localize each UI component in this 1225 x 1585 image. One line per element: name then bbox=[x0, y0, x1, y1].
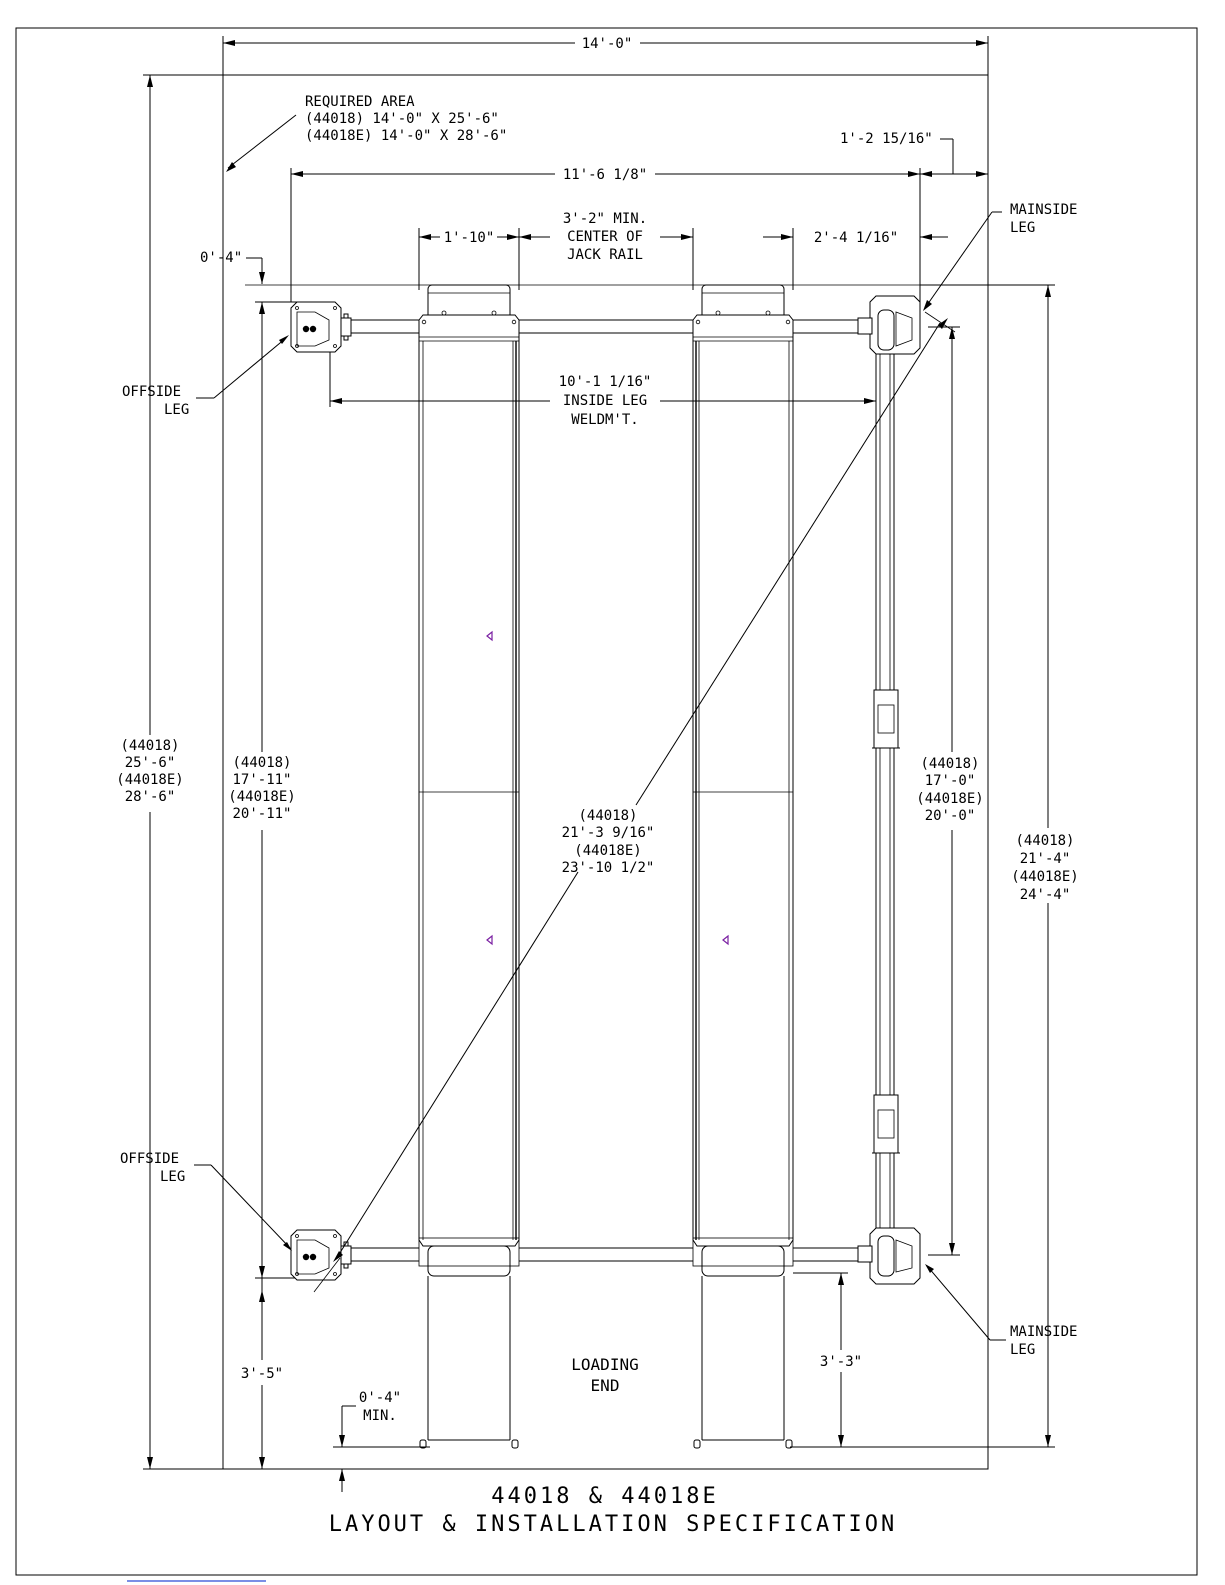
loading-end-label: LOADING END bbox=[571, 1355, 638, 1395]
right-overall-dimension: (44018) 21'-4" (44018E) 24'-4" bbox=[790, 284, 1079, 1448]
loading-end-l1: LOADING bbox=[571, 1355, 638, 1374]
jack-rail-l1: 3'-2" MIN. bbox=[563, 211, 647, 227]
offside-legs-dimension: (44018) 17'-11" (44018E) 20'-11" bbox=[228, 301, 298, 1279]
offside-leg-top-plate bbox=[290, 301, 352, 353]
mainside-leg-bottom-callout: MAINSIDE LEG bbox=[925, 1264, 1077, 1358]
offside-leg-bottom-callout: OFFSIDE LEG bbox=[120, 1151, 292, 1251]
diagonal-l4: 23'-10 1/2" bbox=[562, 860, 655, 876]
offside-leg-top-l1: OFFSIDE bbox=[122, 384, 181, 400]
loading-end-l2: END bbox=[591, 1376, 620, 1395]
mainside-leg-top-callout: MAINSIDE LEG bbox=[923, 202, 1077, 311]
right-runway bbox=[692, 284, 794, 1449]
right-overall-l4: 24'-4" bbox=[1020, 887, 1071, 903]
bottom-min-l1: 0'-4" bbox=[359, 1390, 401, 1406]
left-bottom-label: 3'-5" bbox=[241, 1366, 283, 1382]
offside-legs-l2: 17'-11" bbox=[232, 772, 291, 788]
mainside-leg-top-l2: LEG bbox=[1010, 220, 1035, 236]
right-bottom-dimension: 3'-3" bbox=[793, 1272, 862, 1447]
offside-legs-l1: (44018) bbox=[232, 755, 291, 771]
rail-to-leg-dimension: 2'-4 1/16" bbox=[763, 228, 948, 290]
jack-rail-l3: JACK RAIL bbox=[567, 247, 643, 263]
required-area-heading: REQUIRED AREA bbox=[305, 94, 415, 110]
right-bottom-label: 3'-3" bbox=[820, 1354, 862, 1370]
bottom-min-dimension: 0'-4" MIN. bbox=[333, 1390, 430, 1492]
bottom-min-l2: MIN. bbox=[363, 1408, 397, 1424]
left-bottom-dimension: 3'-5" bbox=[241, 1278, 283, 1469]
overall-length-dimension: (44018) 25'-6" (44018E) 28'-6" bbox=[116, 74, 223, 1470]
mainside-legs-l4: 20'-0" bbox=[925, 808, 976, 824]
diagonal-l3: (44018E) bbox=[574, 843, 641, 859]
overall-length-l1: (44018) bbox=[120, 738, 179, 754]
diagonal-l2: 21'-3 9/16" bbox=[562, 825, 655, 841]
mainside-assembly bbox=[857, 295, 921, 1285]
top-offset-dimension: 0'-4" bbox=[200, 250, 988, 286]
overall-width-label: 14'-0" bbox=[582, 36, 633, 52]
rail-width-dimension: 1'-10" bbox=[418, 228, 520, 290]
required-area-line2: (44018E) 14'-0" X 28'-6" bbox=[305, 128, 507, 144]
overall-width-dimension: 14'-0" bbox=[222, 36, 989, 75]
jack-rail-dimension: 3'-2" MIN. CENTER OF JACK RAIL bbox=[519, 211, 694, 290]
leg-span-dimension: 11'-6 1/8" bbox=[290, 167, 921, 302]
overall-length-l4: 28'-6" bbox=[125, 789, 176, 805]
title-line2: LAYOUT & INSTALLATION SPECIFICATION bbox=[329, 1512, 898, 1537]
diagonal-l1: (44018) bbox=[578, 808, 637, 824]
right-overall-l1: (44018) bbox=[1015, 833, 1074, 849]
top-offset-label: 0'-4" bbox=[200, 250, 242, 266]
right-offset-dimension: 1'-2 15/16" bbox=[840, 131, 988, 177]
right-overall-l2: 21'-4" bbox=[1020, 851, 1071, 867]
inside-leg-dimension: 10'-1 1/16" INSIDE LEG WELDM'T. bbox=[329, 352, 876, 428]
top-cross-beam bbox=[350, 319, 862, 334]
bottom-cross-beam bbox=[350, 1247, 862, 1262]
mainside-leg-bottom-l2: LEG bbox=[1010, 1342, 1035, 1358]
required-area-box bbox=[222, 74, 989, 1470]
right-offset-label: 1'-2 15/16" bbox=[840, 131, 933, 147]
offside-leg-bottom-l1: OFFSIDE bbox=[120, 1151, 179, 1167]
offside-leg-bottom-l2: LEG bbox=[160, 1169, 185, 1185]
mainside-legs-dimension: (44018) 17'-0" (44018E) 20'-0" bbox=[916, 326, 984, 1256]
offside-leg-top-l2: LEG bbox=[164, 402, 189, 418]
required-area-line1: (44018) 14'-0" X 25'-6" bbox=[305, 111, 499, 127]
offside-legs-l4: 20'-11" bbox=[232, 806, 291, 822]
jack-rail-l2: CENTER OF bbox=[567, 229, 643, 245]
mainside-legs-l3: (44018E) bbox=[916, 791, 983, 807]
rail-width-label: 1'-10" bbox=[444, 230, 495, 246]
mainside-legs-l2: 17'-0" bbox=[925, 773, 976, 789]
overall-length-l2: 25'-6" bbox=[125, 755, 176, 771]
page-border bbox=[15, 27, 1198, 1576]
inside-leg-l1: 10'-1 1/16" bbox=[559, 374, 652, 390]
diagonal-dimension: (44018) 21'-3 9/16" (44018E) 23'-10 1/2" bbox=[313, 311, 956, 1293]
leg-span-label: 11'-6 1/8" bbox=[563, 167, 647, 183]
inside-leg-l2: INSIDE LEG bbox=[563, 393, 647, 409]
offside-legs-l3: (44018E) bbox=[228, 789, 295, 805]
title-line1: 44018 & 44018E bbox=[491, 1484, 718, 1509]
runway-markers bbox=[486, 630, 729, 946]
mainside-legs-l1: (44018) bbox=[920, 756, 979, 772]
mainside-leg-bottom-l1: MAINSIDE bbox=[1010, 1324, 1077, 1340]
rail-to-leg-label: 2'-4 1/16" bbox=[814, 230, 898, 246]
offside-leg-top-callout: OFFSIDE LEG bbox=[122, 335, 289, 418]
inside-leg-l3: WELDM'T. bbox=[571, 412, 638, 428]
title-block: 44018 & 44018E LAYOUT & INSTALLATION SPE… bbox=[329, 1484, 898, 1537]
right-overall-l3: (44018E) bbox=[1011, 869, 1078, 885]
left-runway bbox=[418, 284, 520, 1449]
mainside-leg-top-l1: MAINSIDE bbox=[1010, 202, 1077, 218]
required-area-note: REQUIRED AREA (44018) 14'-0" X 25'-6" (4… bbox=[226, 94, 507, 172]
overall-length-l3: (44018E) bbox=[116, 772, 183, 788]
